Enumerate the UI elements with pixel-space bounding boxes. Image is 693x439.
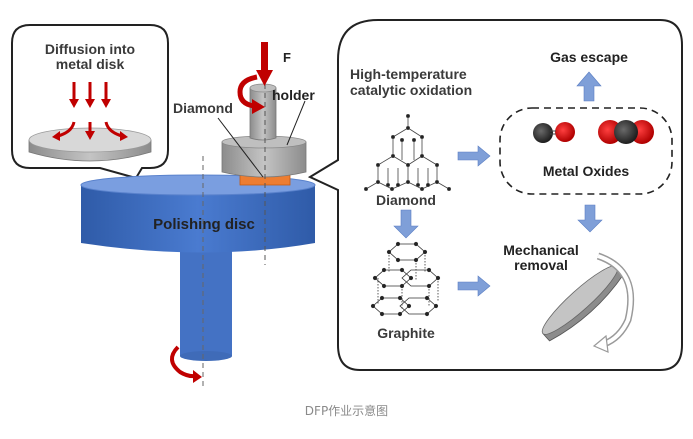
holder-label: holder: [272, 87, 315, 103]
dfp-diagram: Diffusion into metal disk Polishing disc: [11, 19, 683, 390]
metal-oxides-box: [499, 107, 673, 195]
oxidation-title-line2: catalytic oxidation: [350, 82, 472, 98]
diffusion-arrows-icon: [52, 82, 128, 141]
callout-title-line2: metal disk: [56, 56, 125, 72]
holder-rotation-arrow-icon: [237, 74, 265, 114]
co2-molecule-icon: [598, 120, 654, 144]
co-molecule-icon: [533, 122, 575, 143]
mechanical-label-line2: removal: [514, 257, 568, 273]
mechanical-label-line1: Mechanical: [503, 242, 578, 258]
polishing-disc: Polishing disc: [80, 156, 316, 390]
tilted-disk-icon: [541, 265, 625, 342]
curved-arrow-icon: [592, 252, 635, 353]
polishing-disc-label: Polishing disc: [153, 216, 255, 233]
diamond-label-right: Diamond: [376, 192, 436, 208]
oxidation-callout: High-temperature catalytic oxidation: [307, 19, 683, 371]
graphite-label: Graphite: [377, 325, 435, 341]
callout-title-line1: Diffusion into: [45, 41, 135, 57]
arrow-up-icon: [576, 71, 602, 102]
arrow-down-icon: [393, 209, 419, 239]
graphite-lattice-icon: [370, 241, 441, 317]
gas-escape-label: Gas escape: [550, 49, 628, 65]
oxidation-title-line1: High-temperature: [350, 66, 467, 82]
force-label: F: [283, 50, 291, 65]
metal-oxides-label: Metal Oxides: [543, 163, 630, 179]
force-arrow-icon: [256, 42, 273, 86]
arrow-right-icon: [457, 275, 491, 297]
rotation-arrow-icon: [170, 345, 202, 383]
diamond-lattice-icon: [363, 114, 451, 191]
holder-assembly: F holder Diamond: [173, 42, 315, 265]
arrow-right-icon: [457, 145, 491, 167]
disc-shaft: [180, 248, 232, 356]
figure-caption: DFP作业示意图: [304, 404, 389, 418]
holder-leader-line: [286, 100, 306, 146]
diamond-leader-line: [217, 117, 264, 178]
arrow-down-icon: [577, 204, 603, 233]
diffusion-callout: Diffusion into metal disk: [11, 24, 169, 180]
diamond-label-left: Diamond: [173, 100, 233, 116]
